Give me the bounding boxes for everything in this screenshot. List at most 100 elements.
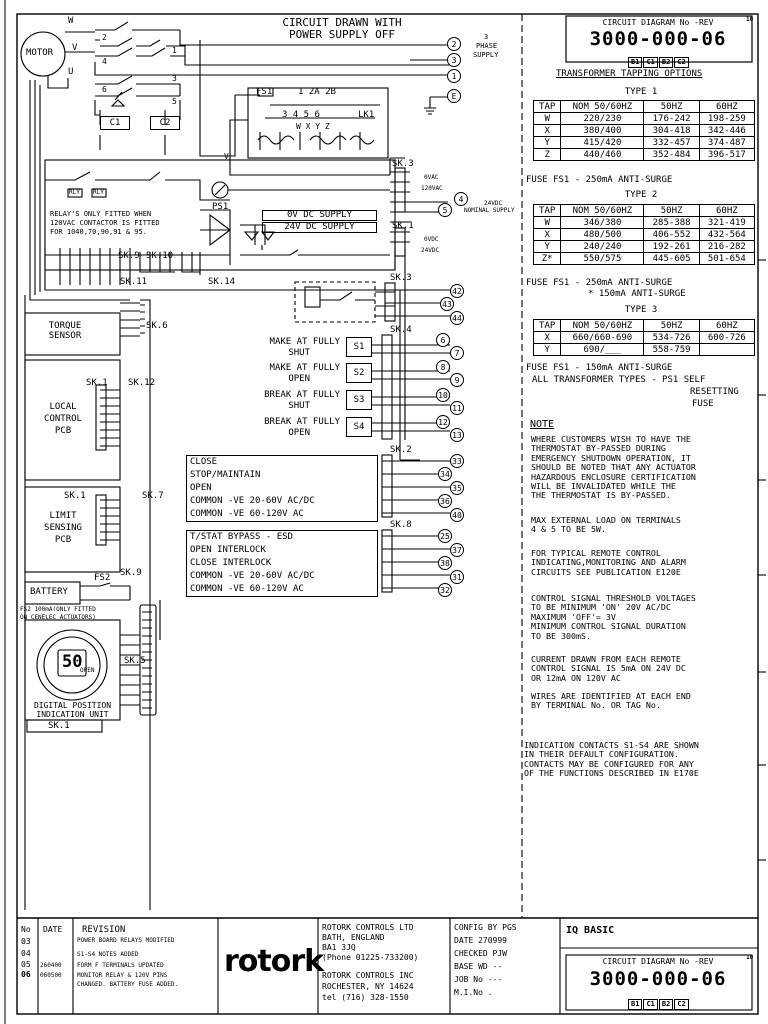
cell: 374-487 [698,136,756,149]
cell: 445-605 [643,252,700,265]
sk3-power-label: SK.3 [392,159,414,169]
cell [698,343,756,356]
cell: 332-457 [643,136,700,149]
cell: 558-759 [643,343,700,356]
sk9-label: SK.9 [118,251,140,261]
config-by: CONFIG BY PGS [454,923,517,932]
dpiu-open-label: OPEN [80,667,95,674]
cell: 192-261 [643,240,700,253]
rev-date: 260400 [40,962,62,969]
note-wire-identification: WIRES ARE IDENTIFIED AT EACH END BY TERM… [531,691,691,711]
dpiu-display-value: 50 [62,652,83,672]
cell: 176-242 [643,112,700,125]
control-open-interlock: OPEN INTERLOCK [190,544,266,555]
company-line4: (Phone 01225-733200) [322,953,419,962]
ps1-note-line1: ALL TRANSFORMER TYPES - PS1 SELF [532,375,706,385]
phase-u-label: U [68,67,74,77]
terminal-37: 37 [450,543,464,557]
sheet-code: C1 [643,999,658,1010]
relay-note-line2: 120VAC CONTACTOR IS FITTED [50,219,160,227]
rev-desc: MONITOR RELAY & 120V PINS [77,972,168,979]
note-remote-control: FOR TYPICAL REMOTE CONTROL INDICATING,MO… [531,548,686,577]
terminal-36: 36 [438,494,452,508]
cell: Z* [532,252,562,265]
control-open: OPEN [190,482,212,493]
limit-sensing-label1: LIMIT [49,511,77,521]
tap-terminal-mid: 3 4 5 6 [282,110,320,120]
rev-desc: FORM F TERMINALS UPDATED [77,962,164,969]
terminal-43: 43 [440,297,454,311]
control-inputs-a [186,455,378,522]
control-close: CLOSE [190,456,218,467]
cell: W [532,112,562,125]
dpiu-label1: DIGITAL POSITION [33,701,112,710]
sk1-dpiu-label: SK.1 [48,721,70,731]
relay-note-line3: FOR 1040,70,90,91 & 95. [50,228,147,236]
phase-label: PHASE [476,42,498,50]
local-control-label3: PCB [54,426,72,436]
sk10-label: SK.10 [146,251,174,261]
s2-desc-line2: OPEN [288,374,310,384]
th: TAP [532,204,562,217]
phase-w-label: W [68,16,74,26]
sheet-code: B2 [658,999,674,1010]
rev-no: 04 [21,949,31,958]
rev-header-no: No [21,925,31,934]
fs2-note-line1: FS2 100mA(ONLY FITTED [20,606,96,613]
sk2-label: SK.2 [390,445,412,455]
cell: Y [532,240,562,253]
control-common-20-60-b: COMMON -VE 20-60V AC/DC [190,570,315,581]
type3-fuse: FUSE FS1 - 150mA ANTI-SURGE [526,363,673,373]
sk12-label: SK.12 [128,378,156,388]
config-job-no: JOB No --- [454,975,503,984]
cell: Y [532,343,562,356]
cell: 690/___ [560,343,645,356]
th: NOM 50/60HZ [560,204,645,217]
terminal-3: 3 [447,53,461,67]
cell: 440/460 [560,148,645,161]
24vdc-label: 24VDC [421,247,440,254]
contact-6-label: 6 [102,85,107,94]
terminal-34: 34 [438,467,452,481]
control-inputs-b [186,530,378,597]
contact-3-label: 3 [172,74,177,83]
cell: 406-552 [643,228,700,241]
terminal-13: 13 [450,428,464,442]
config-checked: CHECKED PJW [454,949,507,958]
cell: 480/500 [560,228,645,241]
rev-header-revision: REVISION [82,925,126,935]
control-common-60-120-b: COMMON -VE 60-120V AC [190,583,304,594]
terminal-4: 4 [454,192,468,206]
rev-no: 06 [21,970,31,979]
nominal-supply-label: NOMINAL SUPPLY [464,207,515,214]
cell: 380/400 [560,124,645,137]
s3-desc-line1: BREAK AT FULLY [264,390,340,400]
diagram-number-top: 3000-000-06 [589,28,727,50]
cell: 550/575 [560,252,645,265]
s4-desc-line1: BREAK AT FULLY [264,417,340,427]
24v-dc-supply: 24V DC SUPPLY [262,222,377,233]
phase-v-label: V [72,43,78,53]
tapping-heading: TRANSFORMER TAPPING OPTIONS [556,69,703,79]
terminal-earth: E [447,89,461,103]
rev-date: 060500 [40,972,62,979]
cell: 432-564 [698,228,756,241]
switch-s2: S2 [346,363,372,383]
cell: 220/230 [560,112,645,125]
sheet-code: C2 [674,999,689,1010]
dpiu-label2: INDICATION UNIT [36,710,109,719]
product-name: IQ BASIC [566,925,615,936]
sk14-label: SK.14 [208,277,236,287]
sk5-label: SK.5 [124,656,146,666]
cell: 396-517 [698,148,756,161]
sk3-monitor-label: SK.3 [390,273,412,283]
s1-desc-line1: MAKE AT FULLY [269,337,340,347]
control-common-60-120: COMMON -VE 60-120V AC [190,508,304,519]
type2-title: TYPE 2 [624,190,658,200]
diagram-caption-top: CIRCUIT DIAGRAM No -REV [602,18,714,27]
